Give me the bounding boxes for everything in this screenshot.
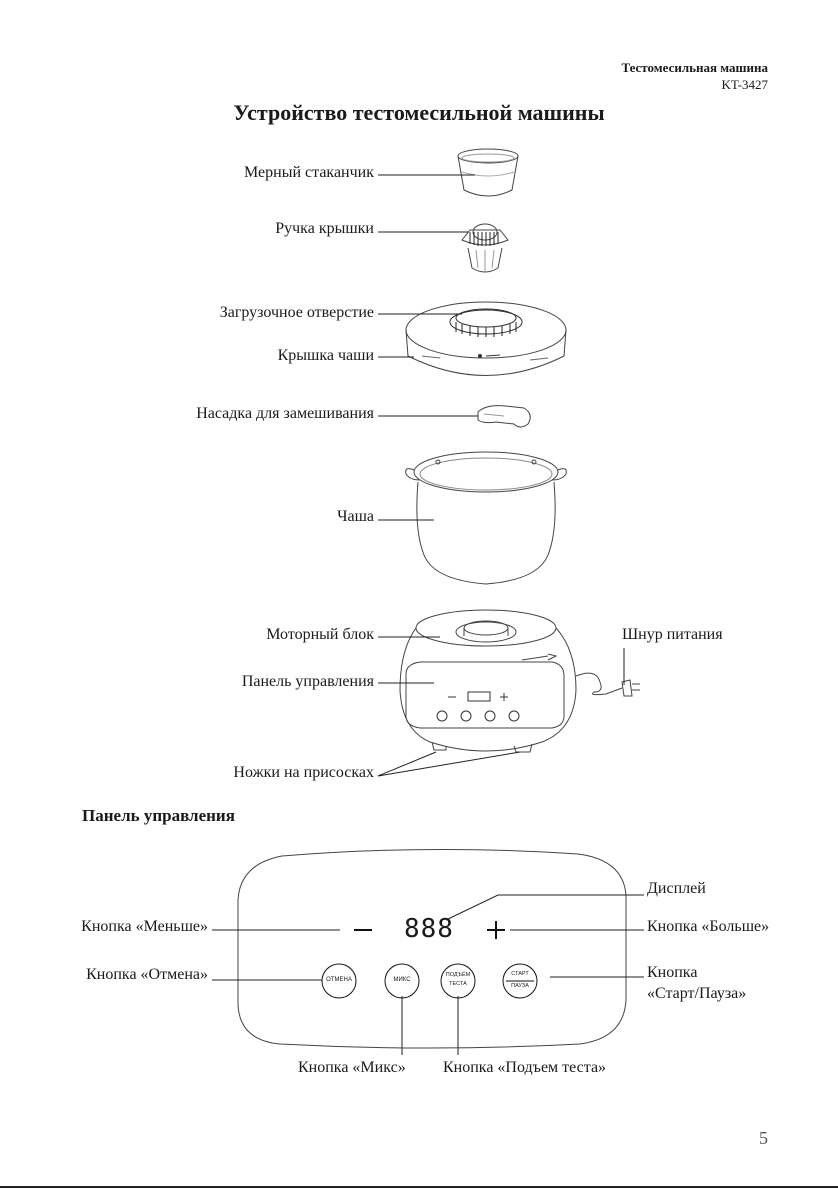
label-kneading-paddle: Насадка для замешивания: [196, 405, 374, 422]
start-button-label-line2: ПАУЗА: [511, 983, 529, 989]
callout-minus: Кнопка «Меньше»: [81, 918, 208, 935]
label-bowl: Чаша: [337, 508, 374, 525]
callout-start-line2: «Старт/Пауза»: [647, 985, 747, 1002]
page-number: 5: [759, 1128, 768, 1148]
callout-cancel: Кнопка «Отмена»: [86, 966, 208, 983]
bowl-drawing: [405, 451, 567, 585]
callout-start-line1: Кнопка: [647, 964, 698, 981]
control-panel-drawing: [237, 848, 627, 1049]
label-suction-feet: Ножки на присосках: [233, 764, 374, 781]
label-loading-hole: Загрузочное отверстие: [219, 304, 374, 321]
header-product: Тестомесильная машина: [621, 60, 768, 75]
dough-button-label-line2: ТЕСТА: [449, 981, 467, 987]
display-digits: 888: [404, 914, 454, 944]
dough-rise-button[interactable]: [440, 963, 476, 999]
label-lid-handle: Ручка крышки: [275, 220, 374, 237]
bowl-lid-drawing: [405, 301, 567, 376]
motor-unit-drawing: [399, 609, 640, 753]
cancel-button[interactable]: [321, 963, 357, 999]
section-title-control-panel: Панель управления: [82, 806, 235, 825]
label-power-cord: Шнур питания: [622, 626, 723, 643]
start-pause-button[interactable]: [502, 963, 538, 999]
start-button-label-line1: СТАРТ: [511, 971, 529, 977]
bottom-rule: [0, 1186, 838, 1188]
dough-button-label-line1: ПОДЪЁМ: [445, 972, 471, 978]
callout-mix: Кнопка «Микс»: [298, 1059, 406, 1076]
callout-dough: Кнопка «Подъем теста»: [443, 1059, 607, 1076]
mix-button-label: МИКС: [393, 977, 411, 983]
measuring-cup-drawing: [457, 148, 519, 197]
callout-plus: Кнопка «Больше»: [647, 918, 770, 935]
label-bowl-lid: Крышка чаши: [277, 347, 374, 364]
cancel-button-label: ОТМЕНА: [326, 977, 352, 983]
page-title: Устройство тестомесильной машины: [233, 100, 605, 125]
kneading-paddle-drawing: [477, 405, 531, 428]
label-motor-unit: Моторный блок: [266, 626, 374, 643]
lid-handle-drawing: [461, 223, 509, 273]
callout-display: Дисплей: [647, 880, 706, 897]
label-control-panel: Панель управления: [241, 673, 374, 690]
label-cup: Мерный стаканчик: [244, 164, 374, 181]
mix-button[interactable]: [384, 963, 420, 999]
header-model: KT-3427: [721, 77, 768, 92]
